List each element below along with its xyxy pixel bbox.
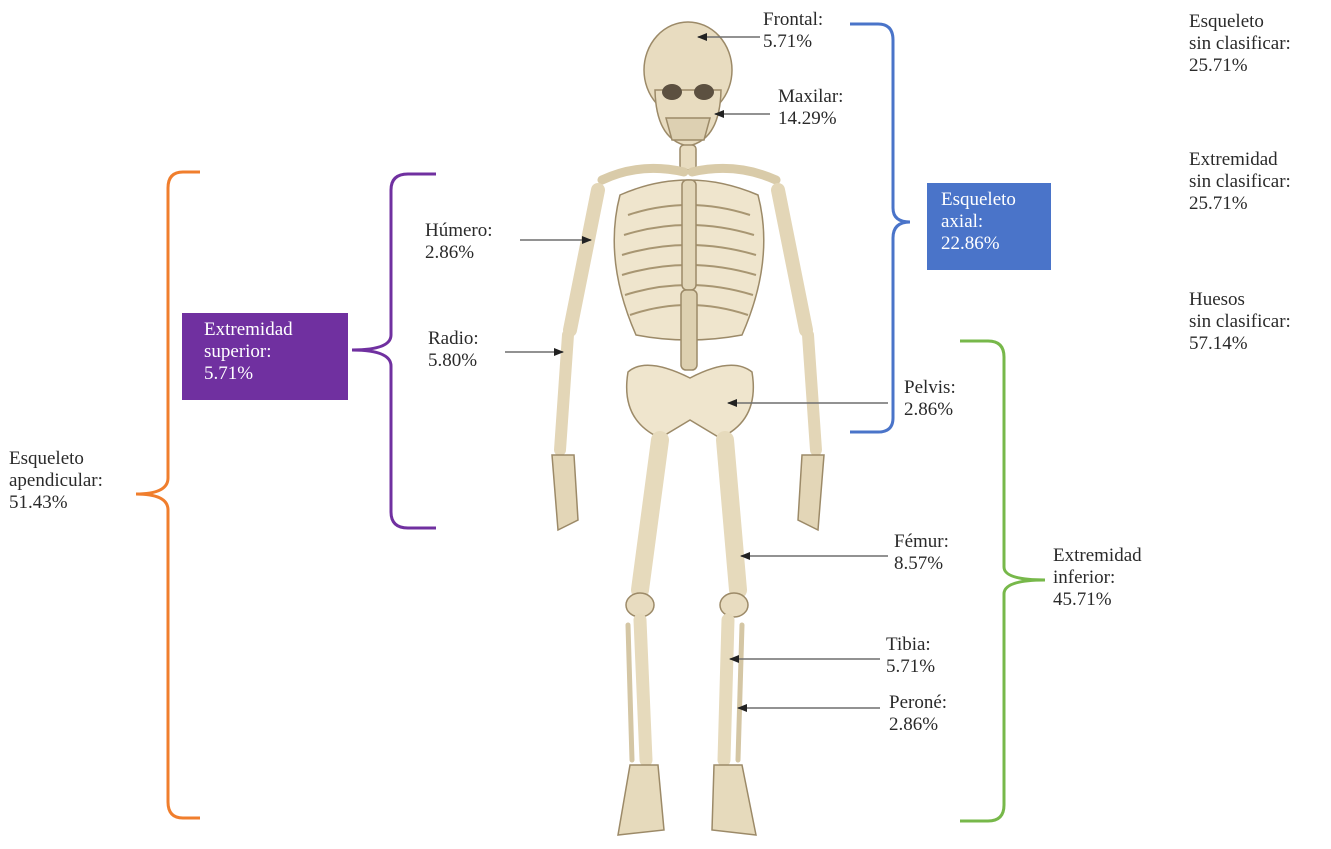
unclassified-bones-line1: Huesos [1189, 289, 1291, 311]
perone-value: 2.86% [889, 714, 947, 736]
frontal-label: Frontal: 5.71% [763, 9, 823, 53]
tibia-right [724, 620, 728, 760]
maxilar-label: Maxilar: 14.29% [778, 86, 843, 130]
eye-socket-left [662, 84, 682, 100]
spine [681, 290, 697, 370]
femur-right [725, 440, 738, 590]
fibula-right [738, 625, 742, 760]
tibia-label: Tibia: 5.71% [886, 634, 935, 678]
unclassified-limb-label: Extremidad sin clasificar: 25.71% [1189, 149, 1291, 215]
axial-line2: axial: [941, 211, 1043, 233]
unclassified-bones-label: Huesos sin clasificar: 57.14% [1189, 289, 1291, 355]
lower-limb-line2: inferior: [1053, 567, 1142, 589]
pelvis-label: Pelvis: 2.86% [904, 377, 956, 421]
unclassified-limb-value: 25.71% [1189, 193, 1291, 215]
unclassified-bones-value: 57.14% [1189, 333, 1291, 355]
knee-left [626, 593, 654, 617]
axial-value: 22.86% [941, 233, 1043, 255]
axial-group-box: Esqueleto axial: 22.86% [927, 183, 1051, 270]
fibula-left [628, 625, 632, 760]
foot-left [618, 765, 664, 835]
pelvis-value: 2.86% [904, 399, 956, 421]
unclassified-skeleton-value: 25.71% [1189, 55, 1291, 77]
unclassified-bones-line2: sin clasificar: [1189, 311, 1291, 333]
upper-limb-line2: superior: [204, 341, 340, 363]
appendicular-line2: apendicular: [9, 470, 103, 492]
tibia-name: Tibia: [886, 634, 935, 656]
axial-bracket [850, 24, 910, 432]
axial-line1: Esqueleto [941, 189, 1043, 211]
forearm-right [808, 335, 816, 450]
appendicular-value: 51.43% [9, 492, 103, 514]
pelvis [627, 365, 754, 438]
lower-limb-value: 45.71% [1053, 589, 1142, 611]
upper-limb-value: 5.71% [204, 363, 340, 385]
upper-limb-bracket [352, 174, 436, 528]
appendicular-line1: Esqueleto [9, 448, 103, 470]
femur-left [640, 440, 660, 590]
neck [680, 145, 696, 170]
lower-limb-bracket [960, 341, 1045, 821]
clavicle-right [692, 168, 776, 180]
humerus-left [570, 190, 598, 330]
humero-label: Húmero: 2.86% [425, 220, 493, 264]
knee-right [720, 593, 748, 617]
hand-right [798, 455, 824, 530]
unclassified-limb-line1: Extremidad [1189, 149, 1291, 171]
pelvis-name: Pelvis: [904, 377, 956, 399]
maxilar-value: 14.29% [778, 108, 843, 130]
humerus-right [778, 190, 806, 330]
maxilar-name: Maxilar: [778, 86, 843, 108]
tibia-left [640, 620, 646, 760]
upper-limb-group-box: Extremidad superior: 5.71% [182, 313, 348, 400]
humero-value: 2.86% [425, 242, 493, 264]
femur-value: 8.57% [894, 553, 949, 575]
appendicular-label: Esqueleto apendicular: 51.43% [9, 448, 103, 514]
sternum [682, 180, 696, 290]
unclassified-skeleton-label: Esqueleto sin clasificar: 25.71% [1189, 11, 1291, 77]
perone-name: Peroné: [889, 692, 947, 714]
lower-limb-line1: Extremidad [1053, 545, 1142, 567]
appendicular-bracket [136, 172, 200, 818]
frontal-name: Frontal: [763, 9, 823, 31]
radio-label: Radio: 5.80% [428, 328, 479, 372]
unclassified-skeleton-line1: Esqueleto [1189, 11, 1291, 33]
hand-left [552, 455, 578, 530]
foot-right [712, 765, 756, 835]
skeleton-illustration [552, 22, 824, 835]
radio-value: 5.80% [428, 350, 479, 372]
jaw [666, 118, 710, 140]
radio-name: Radio: [428, 328, 479, 350]
humero-name: Húmero: [425, 220, 493, 242]
frontal-value: 5.71% [763, 31, 823, 53]
femur-name: Fémur: [894, 531, 949, 553]
unclassified-skeleton-line2: sin clasificar: [1189, 33, 1291, 55]
perone-label: Peroné: 2.86% [889, 692, 947, 736]
eye-socket-right [694, 84, 714, 100]
clavicle-left [602, 168, 684, 180]
unclassified-limb-line2: sin clasificar: [1189, 171, 1291, 193]
lower-limb-label: Extremidad inferior: 45.71% [1053, 545, 1142, 611]
upper-limb-line1: Extremidad [204, 319, 340, 341]
tibia-value: 5.71% [886, 656, 935, 678]
femur-label: Fémur: 8.57% [894, 531, 949, 575]
